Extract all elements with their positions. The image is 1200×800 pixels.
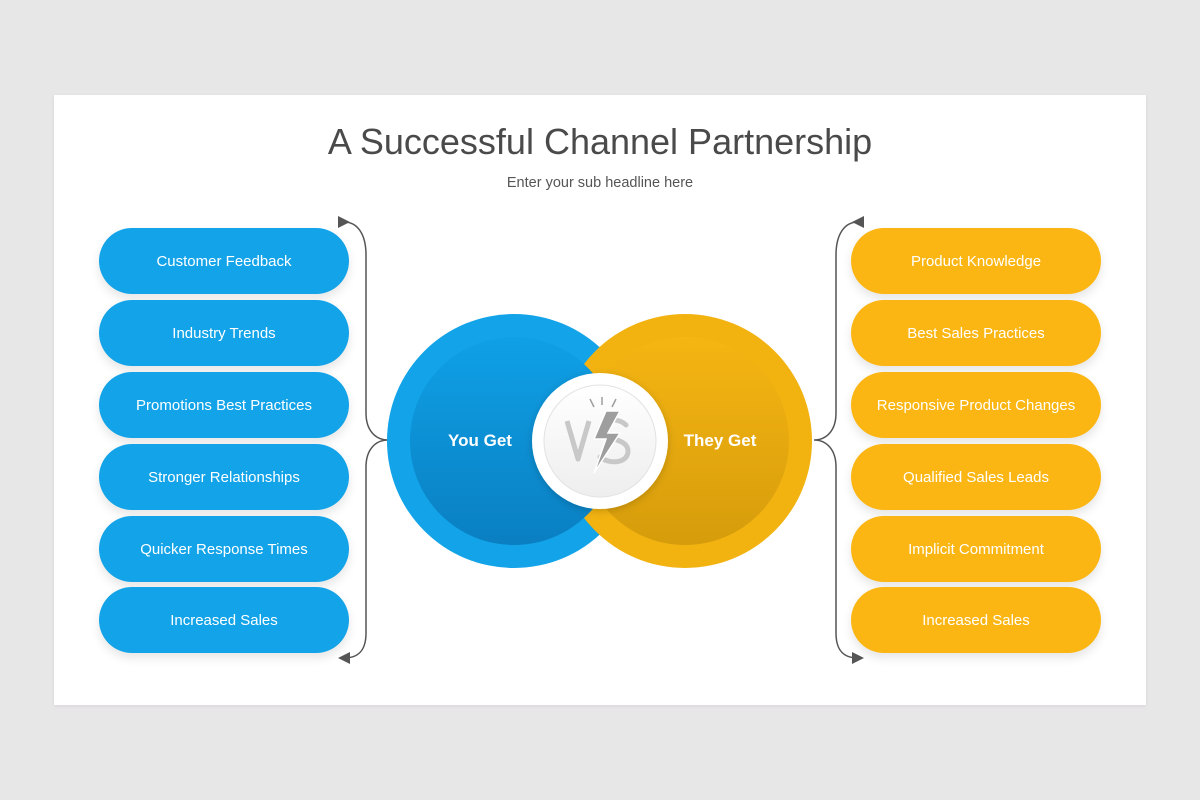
they-get-item-6: Increased Sales	[851, 587, 1101, 653]
slide-subtitle: Enter your sub headline here	[506, 175, 694, 191]
you-get-item-label: Customer Feedback	[156, 252, 292, 270]
they-get-item-2: Best Sales Practices	[851, 300, 1101, 366]
you-get-item-label: Industry Trends	[172, 324, 276, 342]
they-get-item-label: Responsive Product Changes	[876, 396, 1076, 414]
they-get-item-4: Qualified Sales Leads	[851, 444, 1101, 510]
you-get-label: You Get	[448, 431, 512, 450]
vs-lightning-icon	[564, 397, 631, 474]
you-get-item-1: Customer Feedback	[99, 228, 349, 294]
right-bracket-line	[813, 215, 865, 664]
you-get-item-4: Stronger Relationships	[99, 444, 349, 510]
they-get-item-label: Implicit Commitment	[908, 540, 1044, 558]
you-get-item-label: Stronger Relationships	[148, 468, 300, 486]
you-get-item-2: Industry Trends	[99, 300, 349, 366]
they-get-item-label: Best Sales Practices	[907, 324, 1045, 342]
they-get-label: They Get	[683, 431, 757, 450]
you-get-item-5: Quicker Response Times	[99, 516, 349, 582]
vs-circle-inner	[543, 384, 657, 498]
you-get-item-label: Promotions Best Practices	[136, 396, 312, 414]
they-get-item-3: Responsive Product Changes	[851, 372, 1101, 438]
they-get-item-label: Increased Sales	[922, 611, 1030, 629]
slide-title: A Successful Channel Partnership	[327, 121, 873, 162]
they-get-item-5: Implicit Commitment	[851, 516, 1101, 582]
you-get-item-label: Increased Sales	[170, 611, 278, 629]
you-get-item-label: Quicker Response Times	[140, 540, 308, 558]
you-get-item-3: Promotions Best Practices	[99, 372, 349, 438]
you-get-item-6: Increased Sales	[99, 587, 349, 653]
slide: A Successful Channel Partnership Enter y…	[54, 95, 1146, 705]
venn-diagram	[387, 314, 812, 568]
they-get-item-1: Product Knowledge	[851, 228, 1101, 294]
they-get-item-label: Qualified Sales Leads	[903, 468, 1049, 486]
they-get-item-label: Product Knowledge	[910, 252, 1042, 270]
